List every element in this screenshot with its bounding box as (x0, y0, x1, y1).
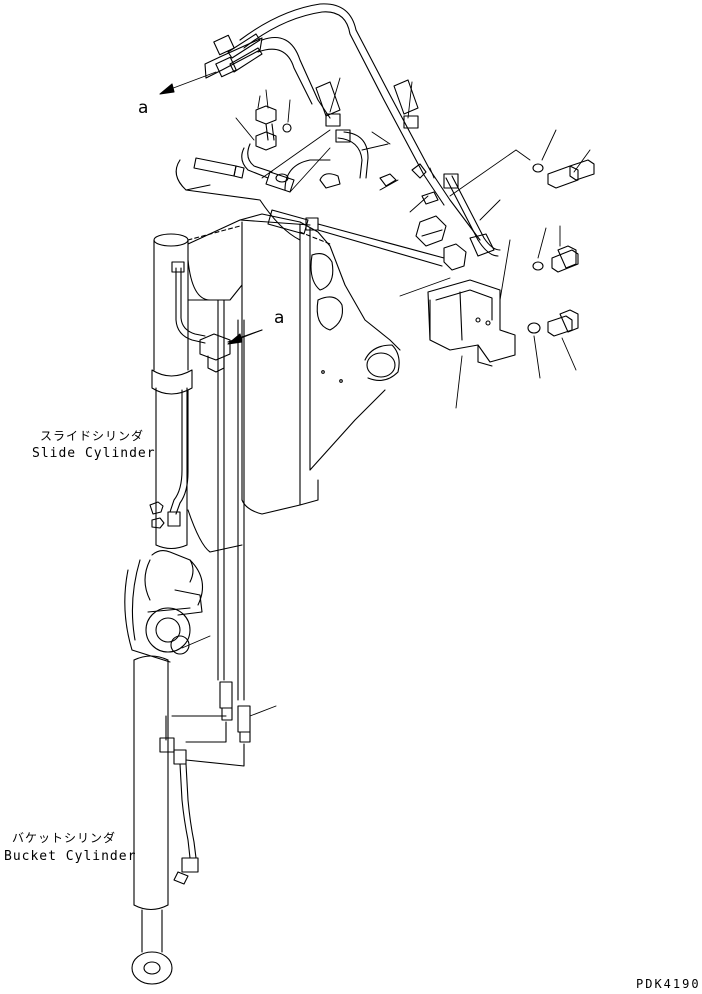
bracket-assembly (427, 159, 595, 367)
reference-a-mid: a (274, 308, 285, 328)
arrow-head-top (159, 83, 175, 95)
hydraulic-lines (165, 299, 251, 767)
drawing-code: PDK4190 (636, 977, 701, 991)
slide-cylinder-label-jp: スライドシリンダ (40, 429, 145, 443)
slide-cylinder (149, 233, 263, 550)
top-hose-loop (204, 3, 481, 241)
bucket-cylinder (131, 655, 199, 985)
bucket-cylinder-label-en: Bucket Cylinder (4, 849, 137, 864)
slide-cylinder-label-en: Slide Cylinder (32, 446, 156, 461)
bucket-cylinder-label-jp: バケットシリンダ (12, 831, 117, 845)
reference-a-top: a (138, 98, 149, 118)
arrow-head-mid (227, 333, 243, 345)
link-joint (124, 549, 204, 663)
upper-fittings (175, 105, 501, 271)
arm-body (187, 159, 401, 553)
leader-lines (167, 71, 591, 717)
